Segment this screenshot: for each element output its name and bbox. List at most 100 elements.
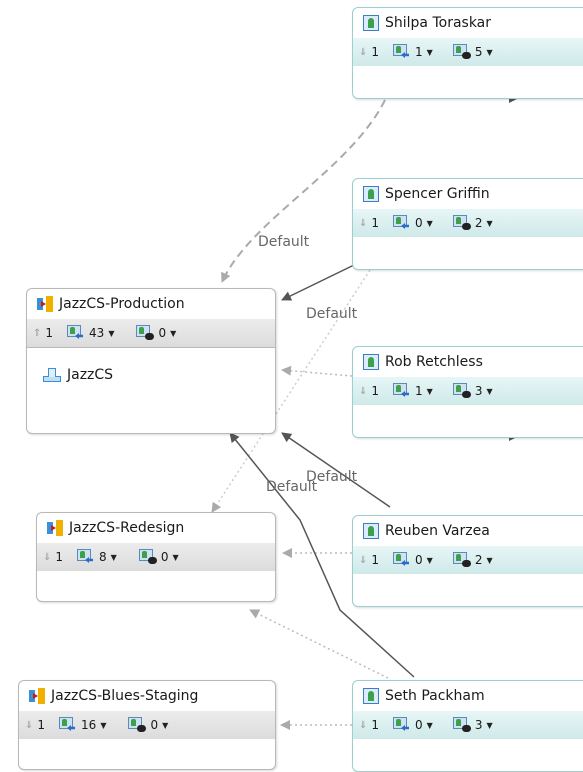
expand-icon: ⇓: [359, 719, 368, 731]
workspace-title: Shilpa Toraskar: [353, 8, 583, 38]
outgoing-changes-dropdown[interactable]: 3▼: [452, 383, 493, 399]
outgoing-changes-icon: [452, 215, 471, 231]
change-count: ⇓ 1: [43, 550, 64, 564]
component-name: JazzCS: [67, 367, 114, 383]
outgoing-changes-dropdown[interactable]: 2▼: [452, 215, 493, 231]
change-count: ⇓1: [359, 45, 380, 59]
workspace-owner: Rob Retchless: [385, 354, 483, 370]
chevron-down-icon: ▼: [486, 386, 493, 396]
flow-edge-spencer-redesign: [211, 269, 371, 513]
incoming-changes-icon: [393, 383, 411, 399]
chevron-down-icon: ▼: [486, 218, 493, 228]
workspace-stats: ⇓1 0▼ 2▼: [353, 546, 583, 574]
outgoing-changes-dropdown[interactable]: 2▼: [452, 552, 493, 568]
expand-icon: ⇓: [359, 385, 368, 397]
edge-label: Default: [306, 306, 358, 322]
workspace-title: Spencer Griffin: [353, 179, 583, 209]
stream-node-jazzcs-redesign[interactable]: JazzCS-Redesign ⇓ 1 8 ▼ 0 ▼: [36, 512, 276, 602]
chevron-down-icon: ▼: [108, 328, 115, 338]
chevron-down-icon: ▼: [486, 555, 493, 565]
workspace-stats: ⇓1 1▼ 3▼: [353, 377, 583, 405]
workspace-owner: Spencer Griffin: [385, 186, 490, 202]
outgoing-changes-dropdown[interactable]: 0 ▼: [128, 717, 168, 733]
stream-title: JazzCS-Blues-Staging: [19, 681, 275, 711]
workspace-node-seth-packham[interactable]: Seth Packham ⇓1 0▼ 3▼: [352, 680, 583, 772]
outgoing-changes-dropdown[interactable]: 3▼: [452, 717, 493, 733]
component-row[interactable]: JazzCS: [27, 347, 275, 402]
chevron-down-icon: ▼: [172, 552, 179, 562]
incoming-changes-icon: [393, 552, 411, 568]
incoming-changes-icon: [77, 549, 95, 565]
incoming-changes-dropdown[interactable]: 1▼: [393, 383, 433, 399]
chevron-down-icon: ▼: [170, 328, 177, 338]
workspace-owner: Shilpa Toraskar: [385, 15, 492, 31]
stream-icon: [47, 520, 63, 536]
incoming-changes-dropdown[interactable]: 0▼: [393, 215, 433, 231]
stream-node-jazzcs-blues-staging[interactable]: JazzCS-Blues-Staging ⇓ 1 16 ▼ 0 ▼: [18, 680, 276, 770]
outgoing-changes-icon: [138, 549, 157, 565]
workspace-title: Rob Retchless: [353, 347, 583, 377]
change-count: ⇓1: [359, 384, 380, 398]
incoming-changes-icon: [393, 44, 411, 60]
flow-edge-rob-production: [281, 365, 353, 377]
chevron-down-icon: ▼: [486, 720, 493, 730]
workspace-node-rob-retchless[interactable]: Rob Retchless ⇓1 1▼ 3▼: [352, 346, 583, 438]
expand-icon: ⇓: [359, 46, 368, 58]
repository-workspace-icon: [363, 523, 379, 539]
stream-icon: [37, 296, 53, 312]
change-count: ⇓1: [359, 718, 380, 732]
edge-label: Default: [258, 234, 310, 250]
workspace-title: Reuben Varzea: [353, 516, 583, 546]
stream-icon: [29, 688, 45, 704]
change-count: ⇓1: [359, 216, 380, 230]
repository-workspace-icon: [363, 354, 379, 370]
change-count: ⇑ 1: [33, 326, 54, 340]
repository-workspace-icon: [363, 688, 379, 704]
change-count: ⇓ 1: [25, 718, 46, 732]
incoming-changes-icon: [393, 215, 411, 231]
expand-icon: ⇓: [359, 217, 368, 229]
workspace-stats: ⇓1 1▼ 5▼: [353, 38, 583, 66]
repository-workspace-icon: [363, 186, 379, 202]
workspace-owner: Reuben Varzea: [385, 523, 490, 539]
outgoing-changes-icon: [128, 717, 147, 733]
workspace-node-shilpa-toraskar[interactable]: Shilpa Toraskar ⇓1 1▼ 5▼: [352, 7, 583, 99]
stream-node-jazzcs-production[interactable]: JazzCS-Production ⇑ 1 43 ▼ 0 ▼ JazzCS: [26, 288, 276, 434]
chevron-down-icon: ▼: [426, 555, 433, 565]
chevron-down-icon: ▼: [426, 386, 433, 396]
stream-stats: ⇓ 1 16 ▼ 0 ▼: [19, 711, 275, 739]
incoming-changes-dropdown[interactable]: 1▼: [393, 44, 433, 60]
incoming-changes-dropdown[interactable]: 8 ▼: [77, 549, 117, 565]
incoming-changes-dropdown[interactable]: 16 ▼: [59, 717, 106, 733]
repository-workspace-icon: [363, 15, 379, 31]
chevron-down-icon: ▼: [426, 47, 433, 57]
stream-name: JazzCS-Production: [59, 296, 185, 312]
chevron-down-icon: ▼: [426, 218, 433, 228]
flow-edge-seth-redesign: [249, 609, 389, 679]
incoming-changes-icon: [67, 325, 85, 341]
workspace-stats: ⇓1 0▼ 3▼: [353, 711, 583, 739]
stream-name: JazzCS-Blues-Staging: [51, 688, 199, 704]
workspace-node-spencer-griffin[interactable]: Spencer Griffin ⇓1 0▼ 2▼: [352, 178, 583, 270]
edge-label: Default: [306, 469, 358, 485]
outgoing-changes-dropdown[interactable]: 0 ▼: [136, 325, 176, 341]
workspace-node-reuben-varzea[interactable]: Reuben Varzea ⇓1 0▼ 2▼: [352, 515, 583, 607]
outgoing-changes-dropdown[interactable]: 0 ▼: [138, 549, 179, 565]
stream-stats: ⇑ 1 43 ▼ 0 ▼: [27, 319, 275, 347]
edge-label: Default: [266, 479, 318, 495]
chevron-down-icon: ▼: [486, 47, 493, 57]
chevron-down-icon: ▼: [110, 552, 117, 562]
stream-name: JazzCS-Redesign: [69, 520, 185, 536]
chevron-down-icon: ▼: [162, 720, 169, 730]
flow-edge-reuben-production: [281, 432, 391, 508]
incoming-changes-dropdown[interactable]: 0▼: [393, 717, 433, 733]
outgoing-changes-icon: [452, 44, 471, 60]
incoming-changes-dropdown[interactable]: 0▼: [393, 552, 433, 568]
incoming-changes-dropdown[interactable]: 43 ▼: [67, 325, 114, 341]
workspace-owner: Seth Packham: [385, 688, 485, 704]
chevron-down-icon: ▼: [100, 720, 107, 730]
outgoing-changes-icon: [452, 383, 471, 399]
outgoing-changes-icon: [452, 717, 471, 733]
outgoing-changes-dropdown[interactable]: 5▼: [452, 44, 493, 60]
